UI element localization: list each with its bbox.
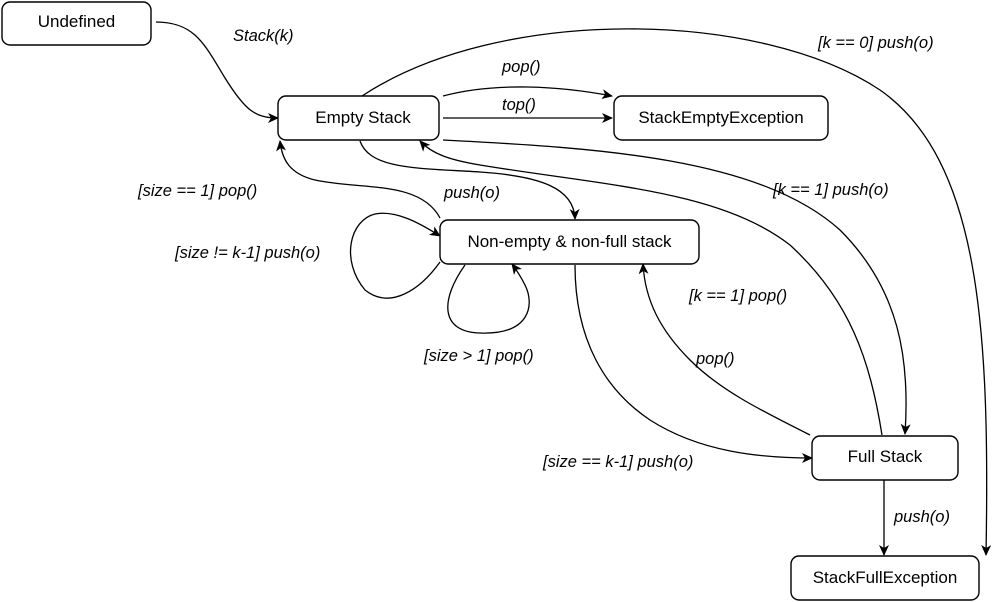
- state-label-stack-empty-exception: StackEmptyException: [638, 108, 803, 127]
- label-top: top(): [502, 96, 536, 114]
- label-push-full: push(o): [893, 508, 950, 526]
- label-k1-pop: [k == 1] pop(): [688, 287, 787, 305]
- label-k1-push: [k == 1] push(o): [772, 181, 889, 199]
- label-k0-push: [k == 0] push(o): [817, 34, 934, 52]
- edge-full-to-nonempty-pop: [638, 263, 811, 436]
- label-size-gt1-pop: [size > 1] pop(): [423, 347, 534, 365]
- label-pop-full: pop(): [695, 350, 735, 368]
- label-push: push(o): [443, 184, 500, 202]
- label-size-ne-push: [size != k-1] push(o): [174, 244, 320, 262]
- edge-full-to-empty-k1-pop: [419, 140, 883, 436]
- edge-undefined-to-empty: [155, 21, 279, 123]
- label-pop: pop(): [501, 58, 541, 76]
- state-label-undefined: Undefined: [38, 12, 116, 31]
- state-label-full-stack: Full Stack: [848, 447, 923, 466]
- edge-empty-push-nonempty: [359, 140, 580, 220]
- label-size1-pop: [size == 1] pop(): [137, 182, 257, 200]
- state-undefined: Undefined: [1, 1, 152, 46]
- state-non-empty-non-full: Non-empty & non-full stack: [439, 219, 700, 265]
- label-stack-k: Stack(k): [233, 27, 294, 45]
- edge-empty-pop-exception: [442, 86, 613, 100]
- label-size-eq-push: [size == k-1] push(o): [542, 453, 693, 471]
- edge-empty-to-full-k1: [442, 139, 911, 435]
- edge-nonempty-to-empty-size1: [276, 140, 441, 219]
- edge-nonempty-to-full-push: [574, 264, 813, 463]
- state-label-empty-stack: Empty Stack: [315, 108, 411, 127]
- edge-nonempty-self-push: [349, 212, 441, 299]
- state-label-non-empty-non-full: Non-empty & non-full stack: [467, 232, 672, 251]
- state-stack-full-exception: StackFullException: [790, 555, 980, 601]
- state-empty-stack: Empty Stack: [277, 95, 440, 141]
- edge-nonempty-self-pop: [447, 263, 530, 334]
- state-stack-empty-exception: StackEmptyException: [613, 95, 829, 141]
- edge-empty-to-stackfull-k0: [361, 28, 992, 556]
- state-full-stack: Full Stack: [811, 435, 959, 481]
- state-label-stack-full-exception: StackFullException: [813, 568, 958, 587]
